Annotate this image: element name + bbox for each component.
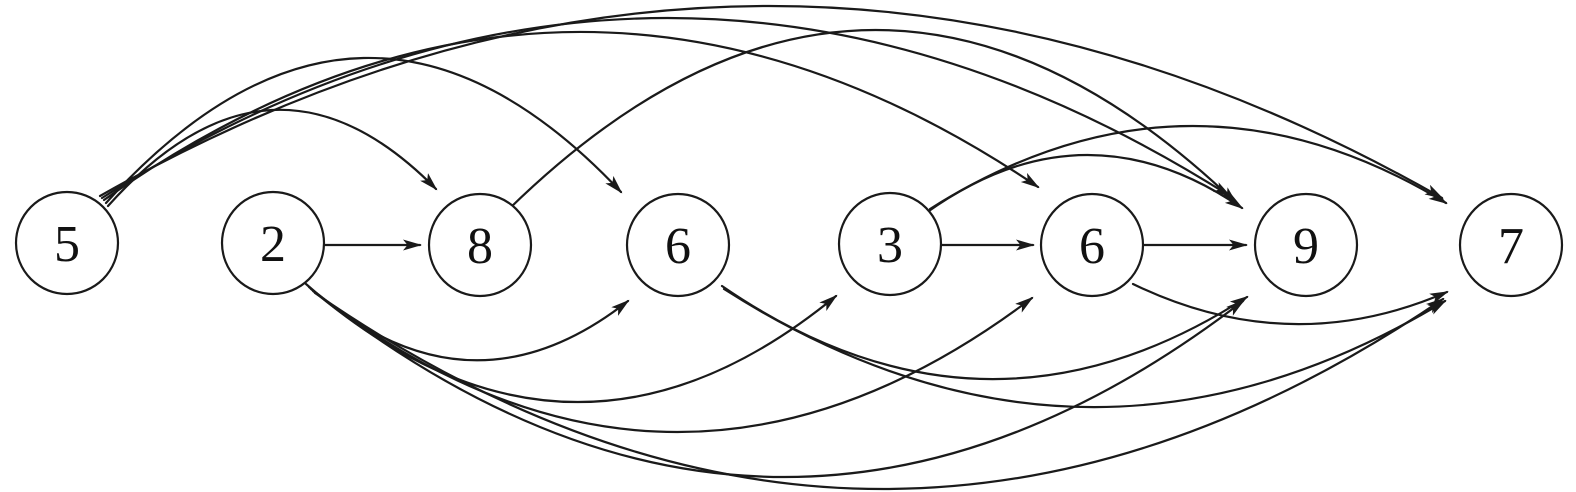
node-circle-n2 xyxy=(220,190,326,296)
graph-node-n8: 8 xyxy=(427,192,533,298)
node-circle-n6a xyxy=(625,192,731,298)
node-circle-n8 xyxy=(427,192,533,298)
node-circle-n9 xyxy=(1253,192,1359,298)
node-label-n2: 2 xyxy=(260,216,286,273)
graph-node-n6b: 6 xyxy=(1039,192,1145,298)
node-label-n6a: 6 xyxy=(665,218,691,275)
edge-n6a-to-n7 xyxy=(722,287,1447,409)
node-circle-n3 xyxy=(837,191,943,297)
node-circle-n6b xyxy=(1039,192,1145,298)
node-label-n6b: 6 xyxy=(1079,218,1105,275)
node-label-n9: 9 xyxy=(1293,218,1319,275)
edges-layer xyxy=(98,4,1449,491)
node-label-n7: 7 xyxy=(1498,218,1524,275)
node-circle-n7 xyxy=(1458,192,1564,298)
edge-n3-to-n7 xyxy=(928,124,1448,211)
node-label-n3: 3 xyxy=(877,217,903,274)
edge-n5-to-n6b xyxy=(102,30,1040,202)
edge-n5-to-n6a xyxy=(104,56,623,205)
node-label-n5: 5 xyxy=(54,216,80,273)
graph-node-n3: 3 xyxy=(837,191,943,297)
edge-n2-to-n9 xyxy=(311,289,1245,479)
edge-n8-to-n9 xyxy=(507,28,1238,211)
edge-n5-to-n7 xyxy=(98,4,1444,200)
node-circle-n5 xyxy=(14,190,120,296)
edge-n6b-to-n7 xyxy=(1131,282,1449,326)
edge-n2-to-n7 xyxy=(313,291,1445,491)
graph-node-n5: 5 xyxy=(14,190,120,296)
graph-node-n9: 9 xyxy=(1253,192,1359,298)
graph-node-n7: 7 xyxy=(1458,192,1564,298)
graph-node-n2: 2 xyxy=(220,190,326,296)
edge-n5-to-n9 xyxy=(100,16,1232,200)
edge-n2-to-n6b xyxy=(309,287,1034,434)
node-label-n8: 8 xyxy=(467,218,493,275)
graph-node-n6a: 6 xyxy=(625,192,731,298)
nodes-layer: 5 2 8 6 3 6 9 7 xyxy=(14,190,1564,298)
